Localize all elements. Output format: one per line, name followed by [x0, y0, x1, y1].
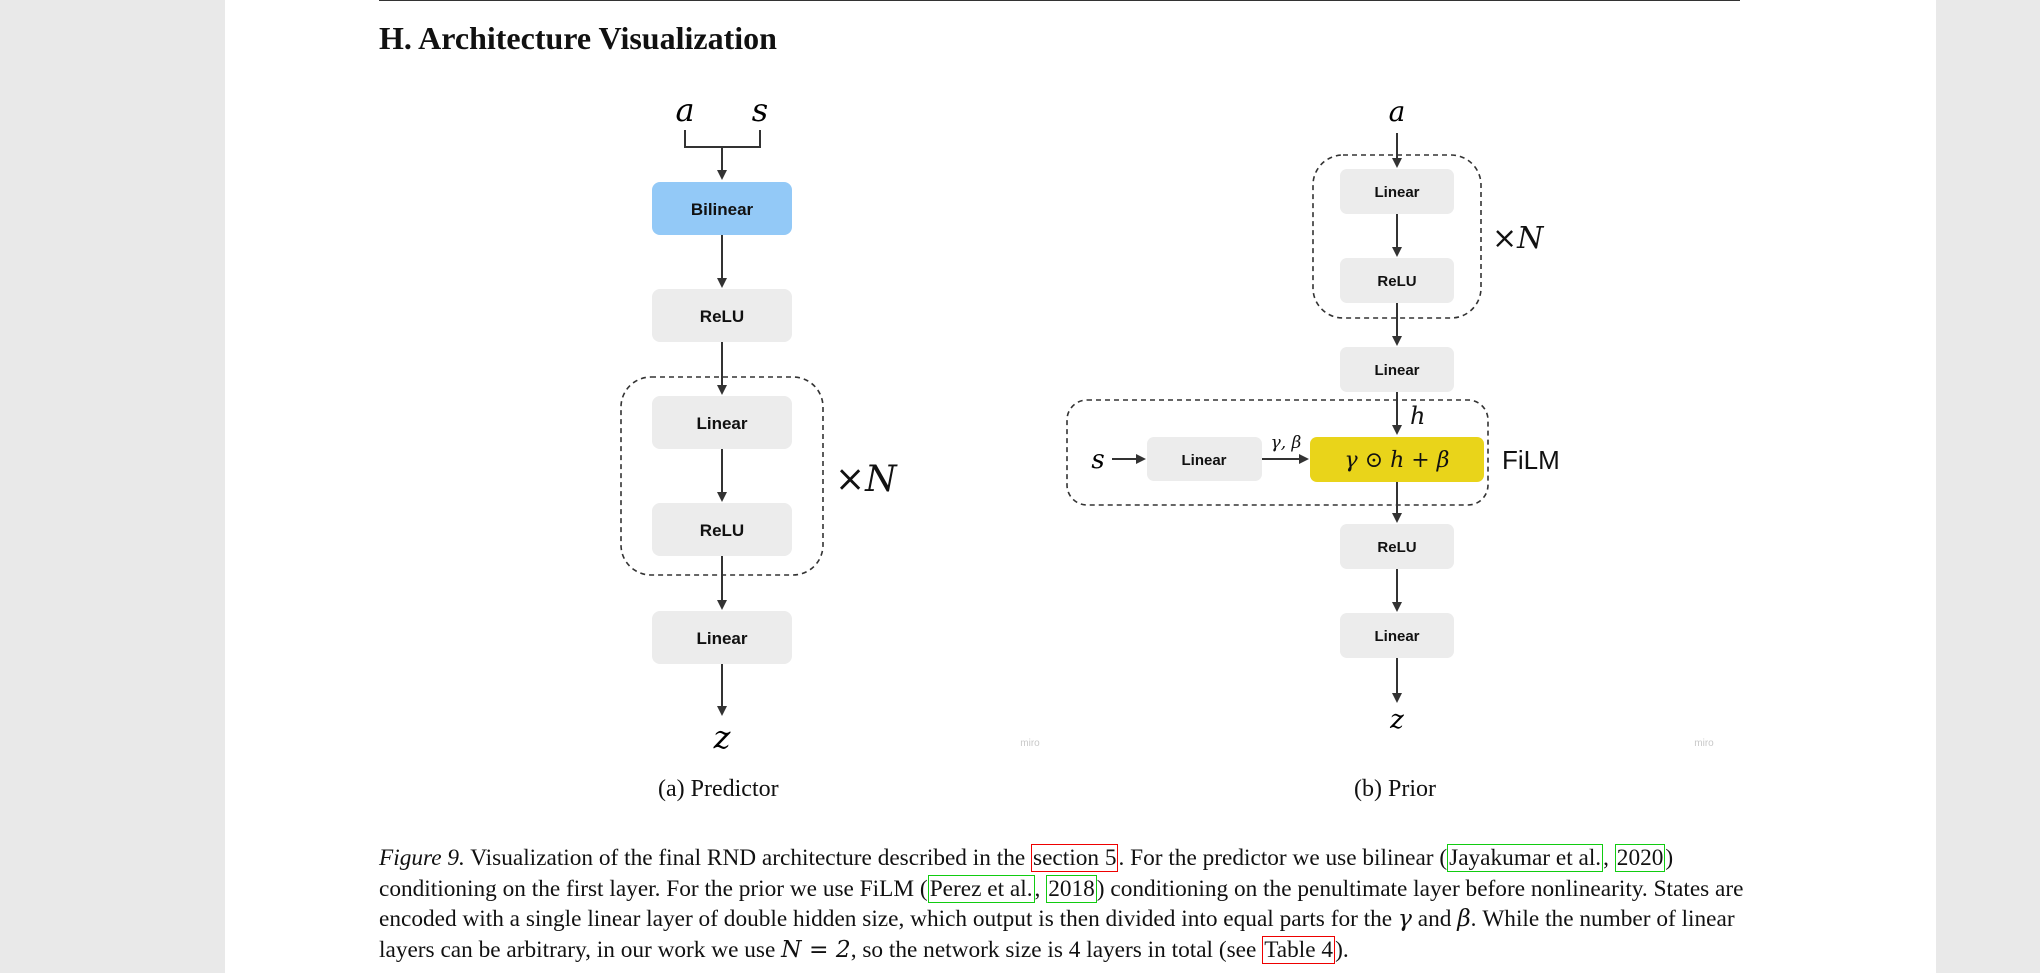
linear-label: Linear — [696, 414, 747, 433]
bilinear-block — [652, 182, 792, 235]
linear-label: Linear — [1374, 184, 1419, 201]
figure-label: Figure 9. — [379, 845, 465, 871]
top-rule — [379, 0, 1740, 1]
beta-symbol: β — [1457, 905, 1471, 932]
relu-block — [652, 503, 792, 556]
caption-text: Visualization of the final RND architect… — [464, 845, 1032, 871]
caption-text: . For the predictor we use bilinear ( — [1118, 845, 1448, 871]
caption-text: , so the network size is 4 layers in tot… — [850, 936, 1263, 963]
prior-output-z: z — [1389, 705, 1404, 735]
state-linear-label: Linear — [1181, 452, 1226, 469]
prior-caption: (b) Prior — [1354, 776, 1436, 802]
caption-text: , — [1603, 845, 1615, 871]
film-params-label: γ, β — [1271, 433, 1302, 453]
repeat-label: ×N — [835, 459, 898, 500]
film-label: FiLM — [1502, 445, 1560, 475]
predictor-caption: (a) Predictor — [658, 776, 779, 802]
citation-link[interactable]: Jayakumar et al. — [1447, 844, 1604, 872]
film-group — [1066, 399, 1489, 506]
relu-label: ReLU — [1377, 273, 1416, 290]
caption-text: and — [1411, 906, 1458, 932]
predictor-input-a: a — [675, 91, 694, 129]
predictor-merge-bracket — [684, 130, 761, 148]
prior-input-a: a — [1389, 95, 1406, 128]
prior-diagram: a Linear ReLU ×N Linear h s Linear γ, β … — [1066, 95, 1714, 749]
h-label: h — [1410, 402, 1425, 430]
figure-caption: Figure 9. Visualization of the final RND… — [379, 843, 1744, 965]
linear-block — [1340, 613, 1454, 658]
citation-link[interactable]: Perez et al. — [927, 874, 1035, 903]
relu-label: ReLU — [1377, 539, 1416, 556]
table-link[interactable]: Table 4 — [1262, 935, 1336, 964]
linear-block — [1340, 169, 1454, 214]
relu-label: ReLU — [700, 307, 744, 326]
section-title: H. Architecture Visualization — [379, 20, 777, 56]
linear-block — [652, 396, 792, 449]
caption-text: ). — [1335, 936, 1349, 963]
section-link[interactable]: section 5 — [1031, 844, 1119, 872]
repeat-label: ×N — [1492, 221, 1545, 256]
caption-text: . While the number of linear layers can … — [379, 906, 1735, 963]
paper-page — [225, 0, 1936, 973]
film-state-s: s — [1091, 445, 1104, 475]
linear-block — [1340, 347, 1454, 392]
bilinear-label: Bilinear — [691, 200, 754, 219]
caption-text: ) conditioning on the first layer. For t… — [379, 845, 1674, 902]
gamma-symbol: γ — [1397, 905, 1412, 932]
linear-label: Linear — [1374, 362, 1419, 379]
predictor-diagram: a s Bilinear ReLU Linear ReLU ×N Linear … — [620, 91, 1040, 756]
n-equation: N = 2 — [781, 935, 851, 963]
predictor-output-z: z — [713, 718, 732, 756]
film-formula: γ ⊙ h + β — [1345, 448, 1450, 473]
linear-block — [652, 611, 792, 664]
linear-label: Linear — [1374, 628, 1419, 645]
citation-year-link[interactable]: 2020 — [1614, 844, 1666, 872]
relu-block — [652, 289, 792, 342]
caption-text: , — [1034, 875, 1047, 902]
relu-block — [1340, 258, 1454, 303]
citation-year-link[interactable]: 2018 — [1046, 874, 1097, 903]
relu-label: ReLU — [700, 521, 744, 540]
film-block — [1310, 437, 1484, 482]
watermark: miro — [1694, 738, 1714, 749]
relu-block — [1340, 524, 1454, 569]
caption-text: ) conditioning on the penultimate layer … — [379, 875, 1744, 933]
repeat-group — [1312, 154, 1482, 319]
linear-label: Linear — [696, 629, 747, 648]
watermark: miro — [1020, 738, 1040, 749]
state-linear-block — [1147, 437, 1262, 481]
predictor-input-s: s — [752, 91, 768, 129]
